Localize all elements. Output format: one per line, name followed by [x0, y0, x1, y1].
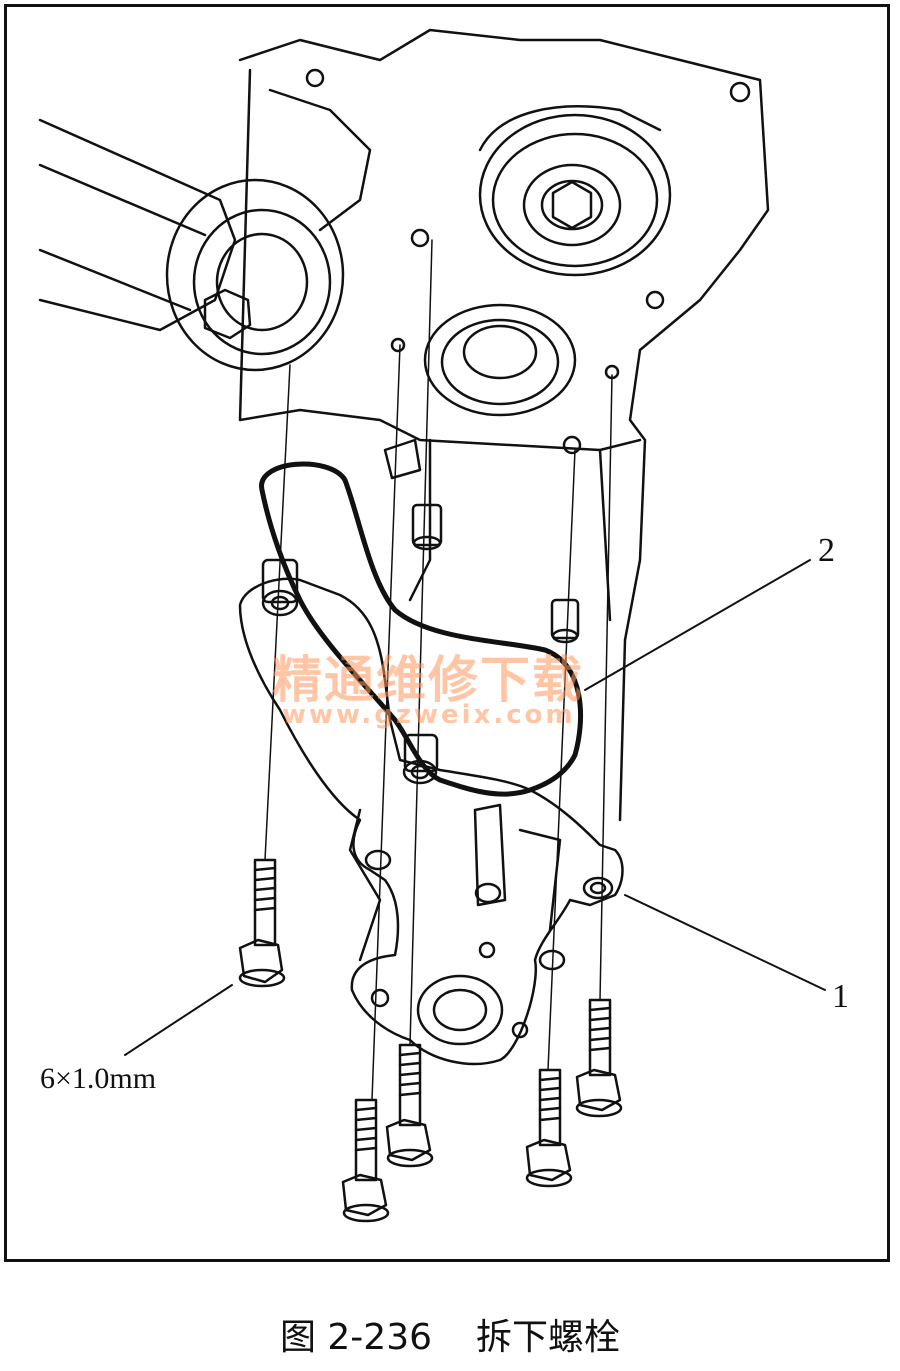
callout-water-pump: 1 — [832, 978, 849, 1015]
caption-number: 图 2-236 — [279, 1317, 433, 1358]
watermark-url: www.gzweix.com — [282, 700, 576, 730]
idler-pulley — [478, 105, 672, 277]
bolt-spec-label: 6×1.0mm — [40, 1062, 157, 1095]
caption-title: 拆下螺栓 — [476, 1317, 621, 1358]
engine-front-cover — [238, 28, 770, 962]
leader-lines — [124, 559, 826, 1056]
bolt-right-1 — [525, 1068, 573, 1188]
bolt-right-2 — [575, 998, 623, 1118]
dowel-sleeves — [411, 503, 580, 644]
bolt-center-1 — [385, 1043, 434, 1168]
bolt-left — [238, 858, 286, 988]
watermark-name: 精通维修下载 — [272, 651, 584, 709]
callout-gasket: 2 — [818, 532, 835, 569]
figure-frame — [4, 4, 890, 1262]
bolt-center-2 — [341, 1098, 390, 1223]
block-bolt-holes — [305, 68, 751, 480]
water-pump — [238, 558, 624, 1066]
seal-housing — [423, 303, 577, 417]
bolt-alignment-lines — [264, 239, 613, 1101]
figure-caption: 图 2-236 拆下螺栓 — [0, 1308, 900, 1360]
gasket — [259, 461, 584, 797]
wrench — [38, 118, 252, 340]
tensioner-pulley — [165, 178, 345, 372]
